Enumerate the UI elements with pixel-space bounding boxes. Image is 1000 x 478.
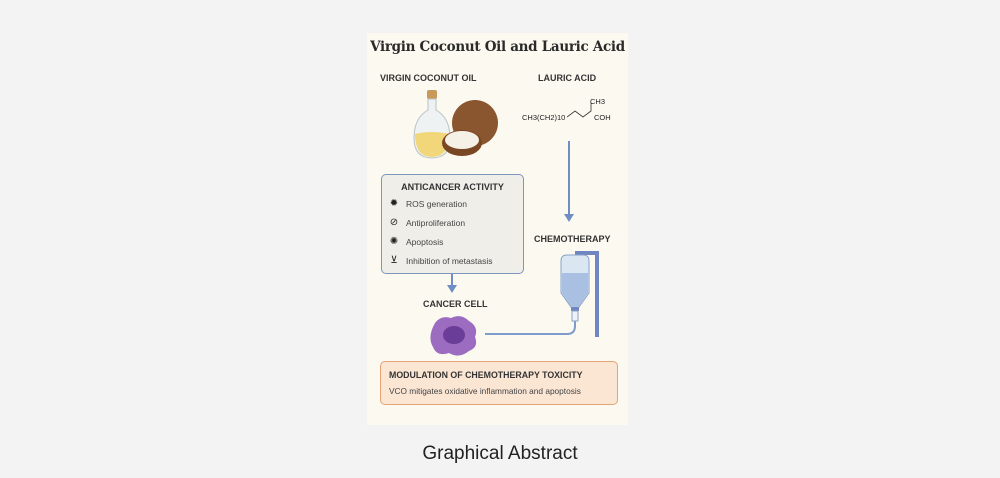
list-item: ⊘ Antiproliferation: [388, 217, 465, 228]
anticancer-activity-box: ANTICANCER ACTIVITY ✹ ROS generation ⊘ Ant…: [381, 174, 524, 274]
chemotherapy-label: CHEMOTHERAPY: [534, 234, 611, 244]
item-label: Apoptosis: [406, 236, 444, 247]
formula-acid: COH: [594, 113, 611, 122]
modulation-heading: MODULATION OF CHEMOTHERAPY TOXICITY: [389, 370, 583, 380]
cancer-cell-icon: [430, 316, 477, 356]
graphical-abstract: Virgin Coconut Oil and Lauric Acid VIRGI…: [367, 33, 628, 425]
virus-icon: ✺: [389, 236, 399, 247]
inhibit-icon: ⊻: [390, 255, 398, 266]
no-proliferation-icon: ⊘: [389, 217, 399, 228]
figure-caption: Graphical Abstract: [422, 443, 578, 464]
item-label: Antiproliferation: [406, 217, 466, 228]
cancer-cell-label: CANCER CELL: [423, 299, 488, 309]
list-item: ✹ ROS generation: [388, 198, 467, 209]
modulation-text: VCO mitigates oxidative inflammation and…: [389, 386, 581, 396]
formula-chain: CH3(CH2)10: [522, 113, 566, 122]
list-item: ⊻ Inhibition of metastasis: [388, 255, 492, 266]
vco-label: VIRGIN COCONUT OIL: [380, 73, 477, 83]
item-label: ROS generation: [406, 198, 467, 209]
lauric-acid-label: LAURIC ACID: [538, 73, 597, 83]
oil-and-coconut-illustration: [413, 90, 498, 159]
formula-branch: CH3: [590, 97, 606, 106]
modulation-box: MODULATION OF CHEMOTHERAPY TOXICITY VCO …: [380, 361, 618, 405]
anticancer-heading: ANTICANCER ACTIVITY: [401, 182, 504, 192]
connector-arrows: [447, 141, 576, 335]
item-label: Inhibition of metastasis: [406, 255, 493, 266]
list-item: ✺ Apoptosis: [388, 236, 444, 247]
iv-bag-icon: [560, 251, 599, 337]
figure-title: Virgin Coconut Oil and Lauric Acid: [370, 39, 625, 55]
burst-icon: ✹: [389, 198, 399, 209]
